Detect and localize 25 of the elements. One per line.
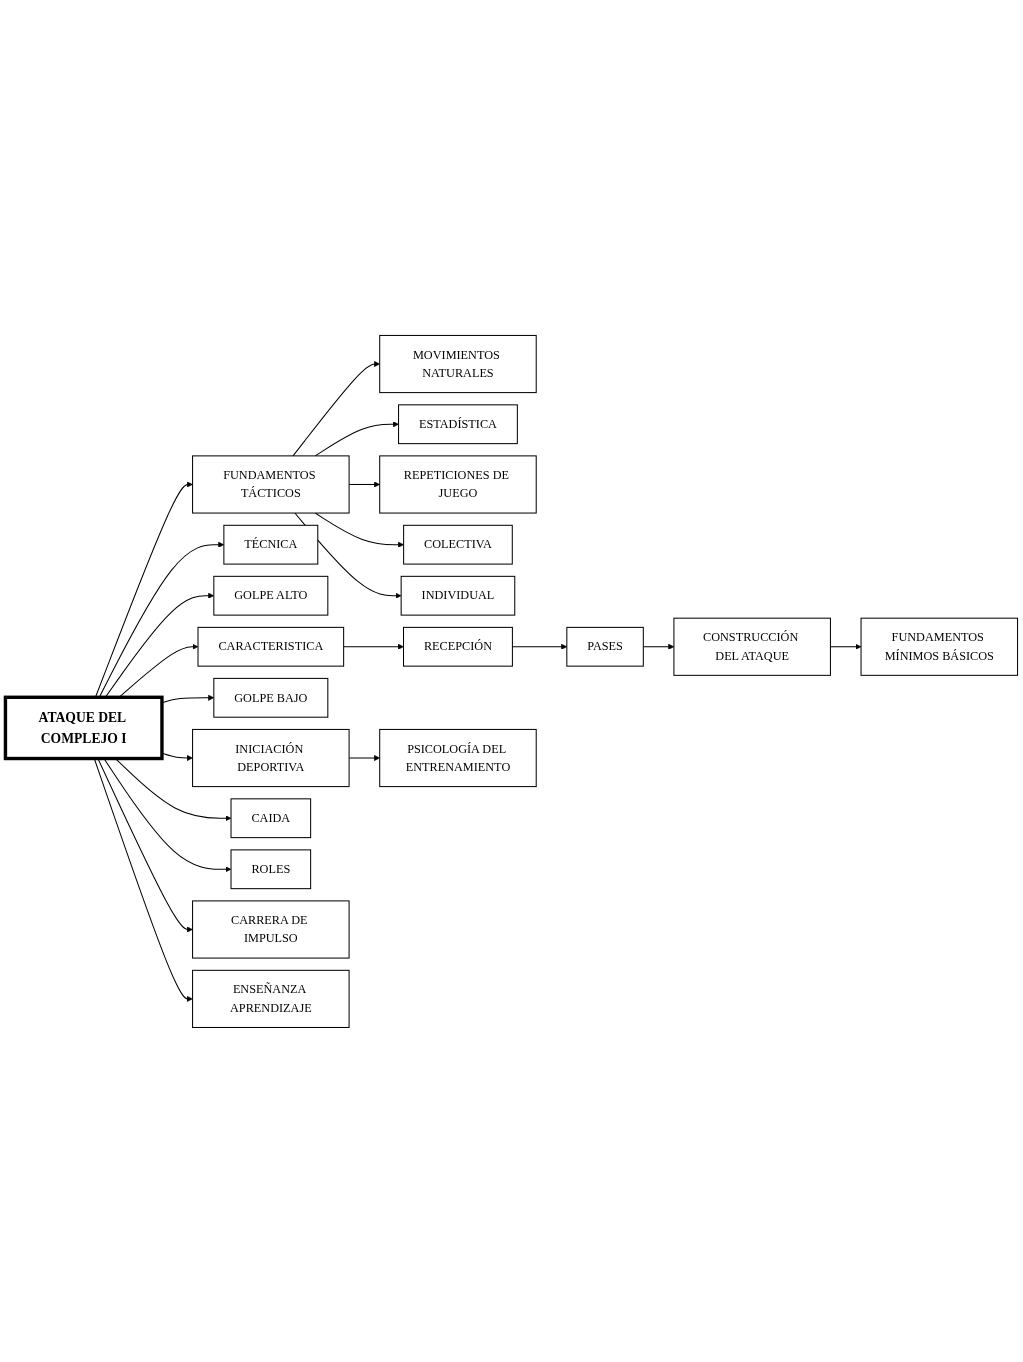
node-box: INICIACIÓN DEPORTIVA (192, 728, 350, 787)
node-box: TÉCNICA (223, 524, 319, 565)
arrow (314, 420, 399, 456)
node-box: CAIDA (230, 797, 312, 838)
node-box: CARRERA DE IMPULSO (192, 899, 350, 959)
node-box: REPETICIONES DE JUEGO (379, 454, 537, 514)
node-box: ROLES (230, 848, 312, 889)
node-box: GOLPE BAJO (213, 677, 329, 718)
node-box: FUNDAMENTOS MÍNIMOS BÁSICOS (860, 617, 1019, 676)
node-box: ATAQUE DEL COMPLEJO I (3, 695, 164, 760)
node-box: FUNDAMENTOS TÁCTICOS (192, 454, 350, 514)
node-box: ENSEÑANZA APRENDIZAJE (192, 969, 350, 1028)
node-box: CARACTERISTICA (197, 626, 345, 667)
node-box: PSICOLOGÍA DEL ENTRENAMIENTO (379, 728, 537, 787)
node-box: GOLPE ALTO (213, 575, 329, 616)
node-box: COLECTIVA (403, 524, 513, 565)
node-box: RECEPCIÓN (403, 626, 513, 667)
node-box: PASES (566, 626, 644, 667)
arrow (292, 360, 380, 456)
node-box: MOVIMIENTOS NATURALES (379, 334, 537, 393)
node-box: CONSTRUCCIÓN DEL ATAQUE (673, 617, 831, 676)
arrow (343, 643, 404, 650)
node-box: INDIVIDUAL (400, 575, 516, 616)
node-box: ESTADÍSTICA (398, 403, 518, 444)
arrow (314, 512, 404, 548)
